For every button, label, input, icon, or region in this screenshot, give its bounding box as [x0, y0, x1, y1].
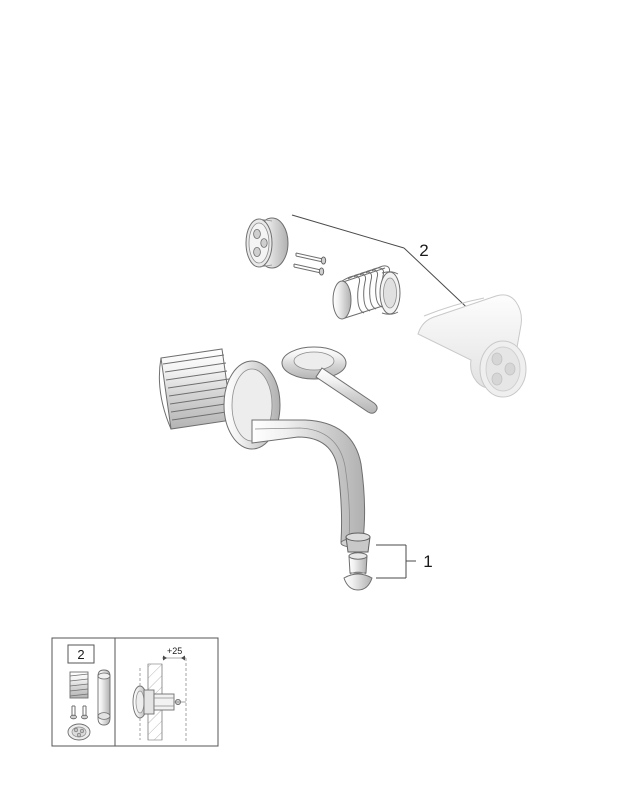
- lever-handle: [281, 346, 378, 414]
- callout-2-label: 2: [419, 241, 428, 260]
- dimension-indicator: +25: [162, 646, 187, 742]
- aerator-cap: [343, 573, 373, 591]
- wall-mounted-spout-assembly: [158, 346, 378, 548]
- cartridge-kit-group: 2: [245, 214, 527, 398]
- inset-installed-parts: [132, 666, 186, 740]
- cartridge-sleeve-spring: [332, 265, 401, 320]
- callout-2-leader-top: [291, 214, 405, 249]
- inset-cartridge-icon: [67, 723, 91, 741]
- inset-spring-icon: [69, 671, 89, 699]
- inset-group-label: 2: [77, 647, 84, 662]
- inset-body-icon: [97, 669, 111, 726]
- installation-detail-inset: 2: [51, 637, 219, 747]
- inset-wall-section: +25: [132, 646, 187, 742]
- concealed-body-ghost: [417, 294, 527, 398]
- inset-group-box: [67, 644, 95, 664]
- aerator-group: 1: [343, 532, 433, 591]
- inset-screws-icon: [70, 705, 88, 720]
- cartridge-screws: [293, 252, 327, 276]
- cartridge-head: [245, 217, 289, 269]
- callout-1-label: 1: [423, 552, 432, 571]
- inset-parts-column: 2: [67, 644, 111, 741]
- curved-spout: [251, 419, 366, 548]
- threaded-shank: [158, 348, 234, 430]
- dimension-label: +25: [167, 646, 182, 656]
